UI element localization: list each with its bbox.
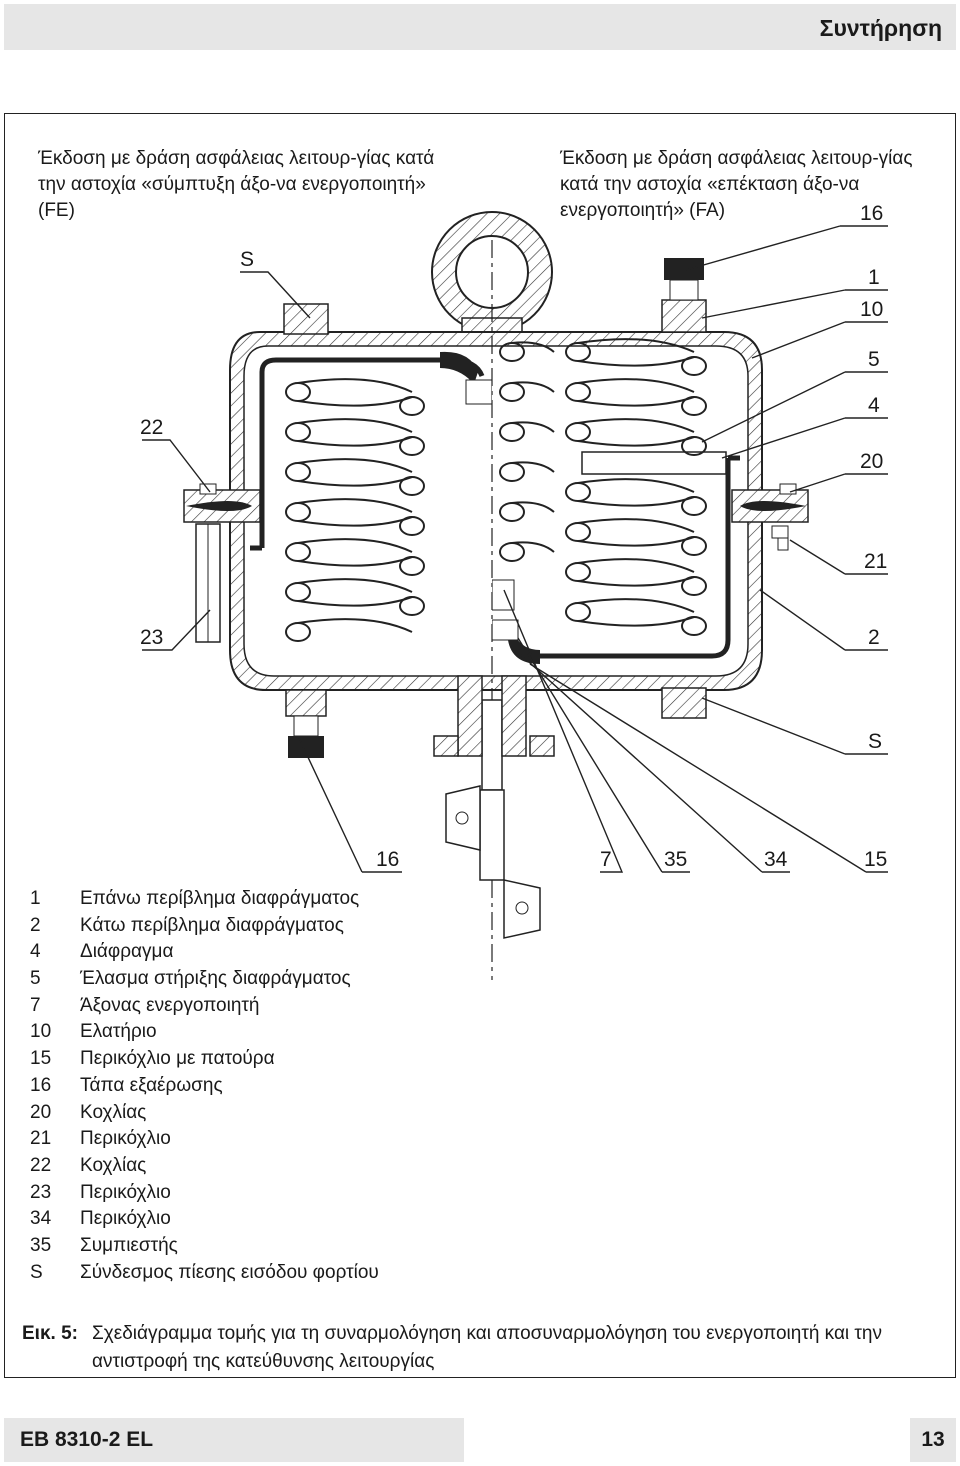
callout-2: 2 xyxy=(868,626,880,649)
section-title: Συντήρηση xyxy=(819,15,942,41)
legend-item: 10 Ελατήριο xyxy=(30,1019,470,1046)
fa-half xyxy=(492,338,740,664)
legend-text: Κάτω περίβλημα διαφράγματος xyxy=(80,914,344,936)
legend-text: Διάφραγμα xyxy=(80,941,174,963)
fe-half xyxy=(250,351,492,642)
bottom-hub xyxy=(433,675,555,757)
callout-15: 15 xyxy=(864,848,887,871)
legend-item: 2 Κάτω περίβλημα διαφράγματος xyxy=(30,913,470,940)
header-bar: Συντήρηση xyxy=(4,4,956,50)
legend-item: 5 Έλασμα στήριξης διαφράγματος xyxy=(30,966,470,993)
callout-5: 5 xyxy=(868,348,880,371)
legend-item: S Σύνδεσμος πίεσης εισόδου φορτίου xyxy=(30,1260,470,1287)
legend-text: Κοχλίας xyxy=(80,1101,147,1123)
callout-16-top: 16 xyxy=(860,202,883,225)
legend-text: Ελατήριο xyxy=(80,1021,157,1043)
legend-item: 22 Κοχλίας xyxy=(30,1153,470,1180)
legend-text: Συμπιεστής xyxy=(80,1234,178,1256)
legend-number: 23 xyxy=(30,1181,52,1203)
legend-item: 4 Διάφραγμα xyxy=(30,939,470,966)
callout-1: 1 xyxy=(868,266,880,289)
callout-10: 10 xyxy=(860,298,883,321)
legend-item: 23 Περικόχλιο xyxy=(30,1180,470,1207)
legend-item: 15 Περικόχλιο με πατούρα xyxy=(30,1046,470,1073)
legend-number: 7 xyxy=(30,994,41,1016)
page-number: 13 xyxy=(921,1428,945,1451)
legend-number: 5 xyxy=(30,968,41,990)
legend-text: Περικόχλιο με πατούρα xyxy=(80,1048,275,1070)
legend-item: 34 Περικόχλιο xyxy=(30,1206,470,1233)
callout-35: 35 xyxy=(664,848,687,871)
legend-text: Σύνδεσμος πίεσης εισόδου φορτίου xyxy=(80,1261,379,1283)
legend-text: Περικόχλιο xyxy=(80,1208,171,1230)
legend-number: 35 xyxy=(30,1234,52,1256)
legend-text: Περικόχλιο xyxy=(80,1128,171,1150)
callout-s-bottom: S xyxy=(868,730,882,753)
legend-number: 1 xyxy=(30,888,41,909)
footer-page-box: 13 xyxy=(910,1418,956,1462)
pressure-ports xyxy=(283,258,707,758)
legend-text: Κοχλίας xyxy=(80,1154,147,1176)
legend-number: S xyxy=(30,1261,43,1283)
legend-item: 7 Άξονας ενεργοποιητή xyxy=(30,993,470,1020)
callout-s-top: S xyxy=(240,248,254,271)
document-id: EB 8310-2 EL xyxy=(20,1428,154,1451)
legend-number: 20 xyxy=(30,1101,52,1123)
parts-legend: 1 Επάνω περίβλημα διαφράγματος 2 Κάτω περί… xyxy=(30,886,470,1286)
legend-number: 21 xyxy=(30,1128,52,1150)
actuator-stem xyxy=(479,240,505,980)
legend-number: 10 xyxy=(30,1021,52,1043)
legend-number: 22 xyxy=(30,1154,52,1176)
callout-20: 20 xyxy=(860,450,883,473)
callout-7: 7 xyxy=(600,848,612,871)
legend-text: Άξονας ενεργοποιητή xyxy=(80,994,260,1016)
legend-text: Επάνω περίβλημα διαφράγματος xyxy=(80,888,360,909)
legend-text: Περικόχλιο xyxy=(80,1181,171,1203)
legend-item: 35 Συμπιεστής xyxy=(30,1233,470,1260)
diaphragm-housing xyxy=(183,331,809,691)
legend-number: 16 xyxy=(30,1074,52,1096)
legend-number: 2 xyxy=(30,914,41,936)
legend-number: 4 xyxy=(30,941,41,963)
legend-item: 20 Κοχλίας xyxy=(30,1100,470,1127)
callout-22: 22 xyxy=(140,416,163,439)
figure-frame xyxy=(4,113,956,1378)
callout-23: 23 xyxy=(140,626,163,649)
callout-16-bottom: 16 xyxy=(376,848,399,871)
legend-item: 1 Επάνω περίβλημα διαφράγματος xyxy=(30,886,470,913)
leader-lines xyxy=(142,225,888,873)
figure-label: Εικ. 5: xyxy=(22,1323,78,1344)
figure-caption-text: Σχεδιάγραμμα τομής για τη συναρμολόγηση … xyxy=(92,1323,883,1372)
stem-connector xyxy=(445,785,541,939)
callout-4: 4 xyxy=(868,394,880,417)
callout-21: 21 xyxy=(864,550,887,573)
caption-fe-version: Έκδοση με δράση ασφάλειας λειτουρ-γίας κ… xyxy=(38,148,435,221)
footer-doc-bar: EB 8310-2 EL xyxy=(4,1418,464,1462)
legend-number: 15 xyxy=(30,1048,52,1070)
legend-item: 21 Περικόχλιο xyxy=(30,1126,470,1153)
legend-text: Τάπα εξαέρωσης xyxy=(80,1074,223,1096)
legend-item: 16 Τάπα εξαέρωσης xyxy=(30,1073,470,1100)
caption-fa-version: Έκδοση με δράση ασφάλειας λειτουρ-γίας κ… xyxy=(560,148,913,221)
callout-34: 34 xyxy=(764,848,788,871)
legend-number: 34 xyxy=(30,1208,52,1230)
figure-caption: Εικ. 5: Σχεδιάγραμμα τομής για τη συναρμ… xyxy=(22,1320,942,1376)
legend-text: Έλασμα στήριξης διαφράγματος xyxy=(80,968,351,990)
